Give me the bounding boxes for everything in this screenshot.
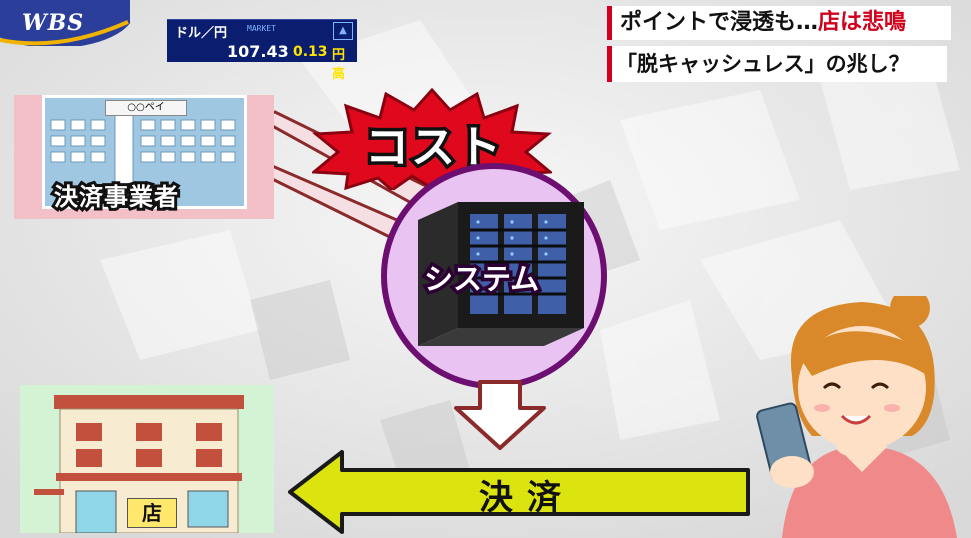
payment-provider: ○○ペイ 決済事業者 — [14, 95, 274, 219]
wbs-logo: WBS — [0, 0, 130, 46]
shop: 店 — [20, 385, 274, 533]
settlement-label: 決済 — [479, 478, 575, 518]
woman-smartphone-icon — [756, 296, 957, 538]
ticker-label: ドル／円 — [175, 26, 228, 41]
ticker-change-unit: 円高 — [332, 48, 346, 82]
logo-text: WBS — [22, 10, 85, 36]
ticker-change: 0.13 — [293, 44, 328, 60]
headline-line1-prefix: ポイントで浸透も… — [620, 10, 819, 35]
ticker-market: MARKET — [247, 24, 276, 33]
headline-line1-emphasis: 店は悲鳴 — [818, 10, 907, 35]
ticker-rate: 107.43 — [227, 42, 289, 61]
building-icon: ○○ペイ — [42, 95, 247, 209]
down-arrow-icon — [454, 380, 546, 450]
headline-line1: ポイントで浸透も…店は悲鳴 — [607, 6, 951, 40]
provider-sign: ○○ペイ — [105, 100, 187, 116]
system-label: システム — [420, 259, 542, 300]
flag-icon: ▲ — [333, 22, 353, 40]
shop-sign: 店 — [127, 498, 177, 528]
settlement-arrow-icon — [288, 450, 750, 534]
system-circle — [381, 163, 607, 389]
provider-label: 決済事業者 — [51, 180, 181, 214]
forex-ticker: ドル／円 MARKET ▲ 107.43 0.13 円高 — [167, 19, 357, 82]
server-rack-icon — [418, 202, 584, 346]
headline-line2: 「脱キャッシュレス」の兆し？ — [607, 46, 947, 82]
